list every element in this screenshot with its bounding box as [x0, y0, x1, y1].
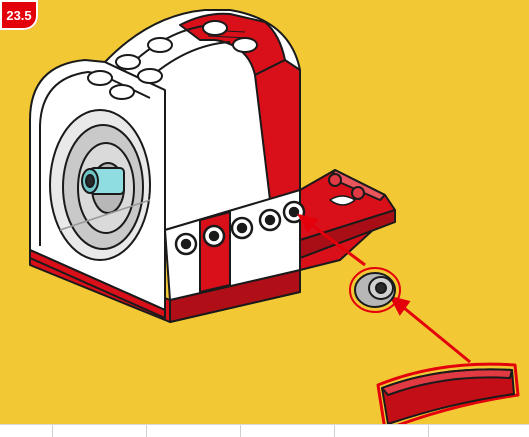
bottom-strip: [0, 424, 529, 437]
white-housing-left: [30, 60, 165, 318]
bushing-part-icon: [350, 268, 400, 312]
curved-slope-part-icon: [378, 364, 518, 430]
